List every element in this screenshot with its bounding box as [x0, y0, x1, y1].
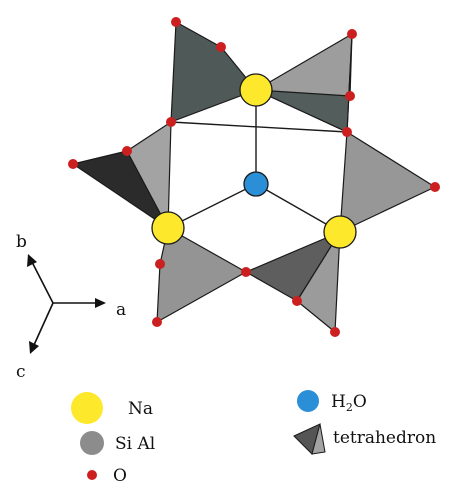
na-atom: [151, 211, 185, 245]
axis-b-line: [31, 261, 54, 304]
legend-o-label: O: [113, 466, 127, 486]
oxygen-atom: [430, 182, 440, 192]
axis-a-arrowhead: [95, 298, 106, 308]
na-atoms: [151, 73, 357, 249]
tetrahedron-bottom-right-face-light: [296, 231, 341, 333]
na-atom: [239, 73, 273, 107]
oxygen-atom: [342, 127, 352, 137]
oxygen-atom: [152, 317, 162, 327]
oxygen-atom: [171, 17, 181, 27]
bond-line: [170, 121, 348, 133]
tetrahedron-right: [339, 131, 436, 233]
oxygen-atom: [68, 159, 78, 169]
legend-h2o-h: H: [331, 392, 346, 412]
oxygen-atom: [347, 29, 357, 39]
oxygen-atom: [292, 296, 302, 306]
legend-tetrahedron-icon: [293, 423, 326, 455]
legend-h2o-label: H2O: [331, 392, 367, 414]
legend-h2o-subscript: 2: [346, 401, 353, 414]
oxygen-atom: [122, 146, 132, 156]
legend-h2o-swatch: [297, 390, 319, 412]
legend-h2o-o: O: [353, 392, 367, 412]
legend-tetra-face-light: [311, 423, 326, 455]
legend-o-swatch: [87, 470, 97, 480]
oxygen-atom: [345, 91, 355, 101]
oxygen-atom: [166, 117, 176, 127]
axis-indicator: [27, 254, 106, 354]
oxygen-atom: [216, 42, 226, 52]
legend-na-swatch: [71, 392, 103, 424]
legend-na-label: Na: [128, 399, 153, 419]
axis-c-line: [33, 302, 54, 346]
na-atom: [323, 215, 357, 249]
oxygen-atoms: [68, 17, 440, 337]
legend-si-al-swatch: [80, 431, 104, 455]
axis-c-arrowhead: [29, 341, 39, 354]
oxygen-atom: [155, 259, 165, 269]
legend: Na Si Al O H2O tetrahedron: [71, 390, 436, 486]
axis-b-arrowhead: [27, 254, 37, 267]
legend-si-al-label: Si Al: [115, 434, 155, 454]
tetrahedron-left-face-grey: [126, 121, 172, 229]
tetrahedron-top-left: [170, 21, 257, 123]
h2o-molecule: [243, 171, 269, 197]
legend-tetrahedron-label: tetrahedron: [333, 428, 436, 448]
axis-label-a: a: [116, 300, 126, 320]
axis-label-b: b: [16, 232, 27, 252]
axis-label-c: c: [16, 362, 26, 382]
oxygen-atom: [241, 267, 251, 277]
oxygen-atom: [330, 327, 340, 337]
